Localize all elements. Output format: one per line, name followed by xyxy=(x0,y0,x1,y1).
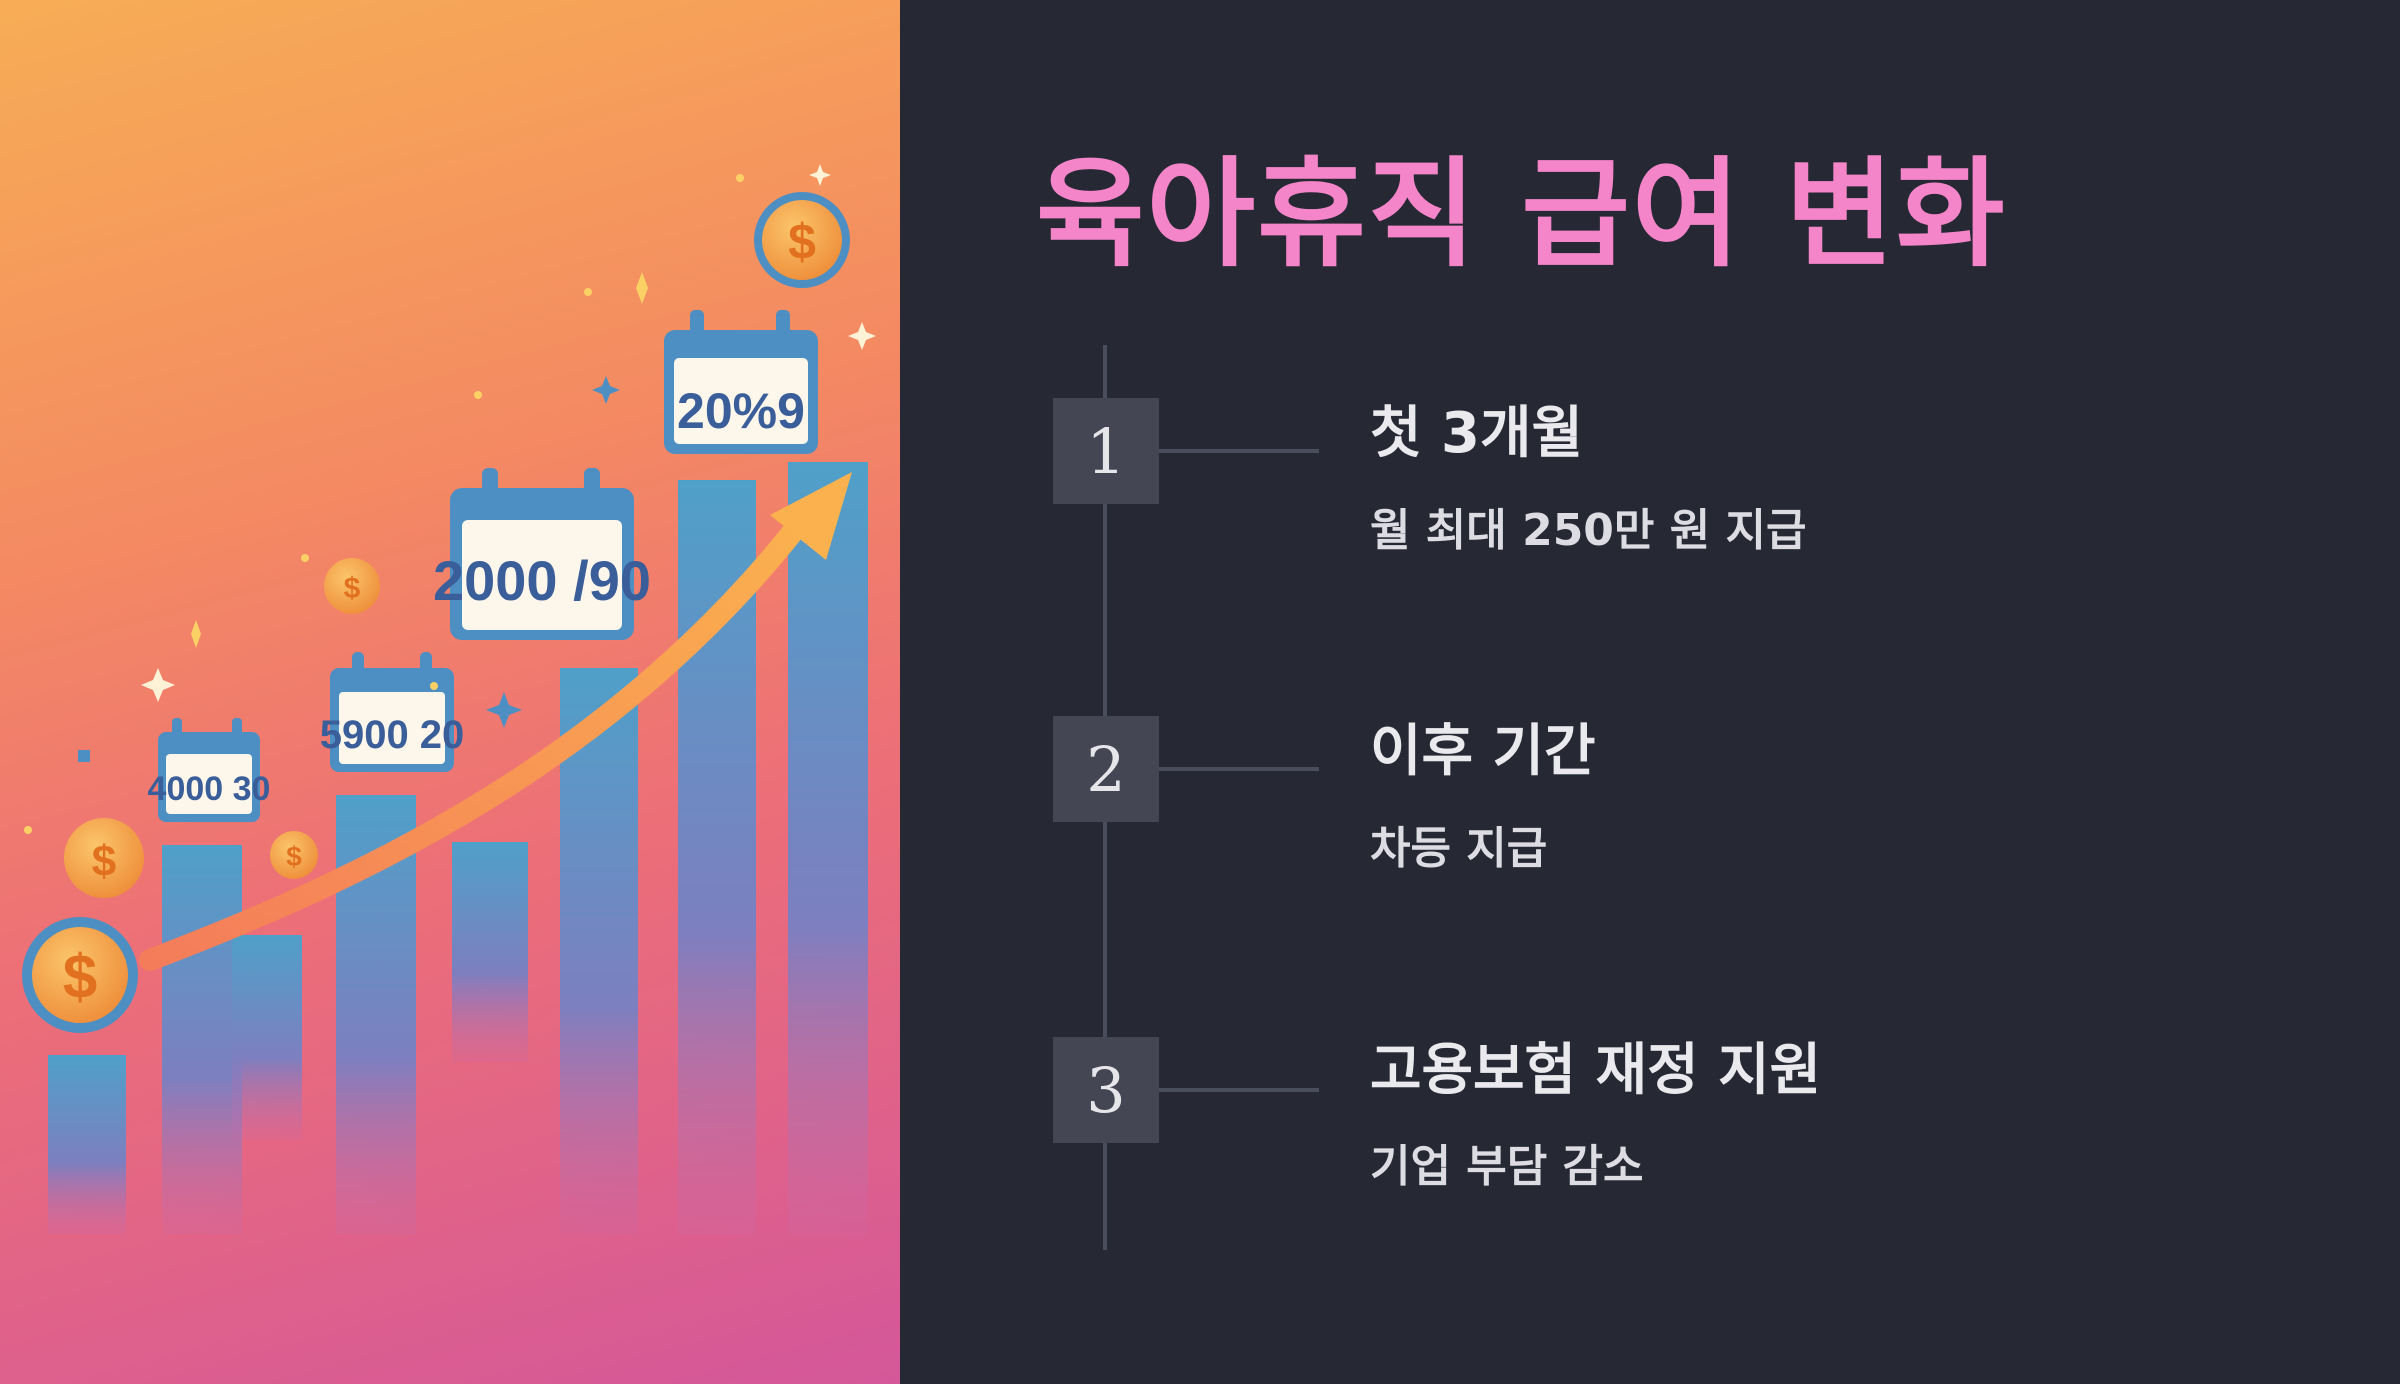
calendar-label: 2000 /90 xyxy=(433,549,651,612)
bar xyxy=(162,845,242,1235)
content-panel: 육아휴직 급여 변화 1 첫 3개월 월 최대 250만 원 지급 2 이후 기… xyxy=(900,0,2400,1384)
calendar-icon: 4000 30 xyxy=(148,718,271,822)
calendar-icon: 2000 /90 xyxy=(433,468,651,640)
step-connector xyxy=(1159,449,1319,453)
dollar-coin-icon: $ xyxy=(324,558,380,614)
step-title: 첫 3개월 xyxy=(1370,401,1584,466)
bar xyxy=(560,668,638,1235)
illustration-panel: 4000 30 5900 20 2000 /90 2 xyxy=(0,0,900,1384)
dollar-coin-icon: $ xyxy=(22,917,138,1033)
step-description: 차등 지급 xyxy=(1370,823,1548,874)
step-description: 기업 부담 감소 xyxy=(1370,1141,1644,1192)
page-title: 육아휴직 급여 변화 xyxy=(1036,145,2007,283)
step-description: 월 최대 250만 원 지급 xyxy=(1370,505,1807,556)
step-connector xyxy=(1159,1088,1319,1092)
dollar-coin-icon: $ xyxy=(64,818,144,898)
svg-text:$: $ xyxy=(344,572,361,605)
sparkle-icon xyxy=(141,164,876,702)
svg-text:$: $ xyxy=(286,841,302,872)
step-title: 고용보험 재정 지원 xyxy=(1370,1038,1822,1103)
calendar-label: 20%9 xyxy=(677,383,805,439)
svg-text:$: $ xyxy=(63,943,97,1012)
dollar-coin-icon: $ xyxy=(754,192,850,288)
step-number-box: 1 xyxy=(1053,398,1159,504)
svg-text:$: $ xyxy=(788,214,816,270)
growth-arrow-icon xyxy=(139,472,852,971)
step-connector xyxy=(1159,767,1319,771)
growth-illustration: 4000 30 5900 20 2000 /90 2 xyxy=(22,164,876,1235)
svg-text:$: $ xyxy=(92,837,116,886)
bar xyxy=(788,462,868,1235)
step-title: 이후 기간 xyxy=(1370,719,1596,784)
calendar-icon: 20%9 xyxy=(664,310,818,454)
calendar-icon: 5900 20 xyxy=(320,652,465,772)
calendar-label: 4000 30 xyxy=(148,770,271,808)
dot-decoration xyxy=(24,174,744,834)
bar xyxy=(232,935,302,1140)
bar xyxy=(452,842,528,1062)
sparkle-icon xyxy=(78,376,620,762)
sparkle-icon xyxy=(191,272,648,648)
calendar-label: 5900 20 xyxy=(320,713,465,757)
step-number-box: 3 xyxy=(1053,1037,1159,1143)
dollar-coin-icon: $ xyxy=(270,831,318,879)
step-number-box: 2 xyxy=(1053,716,1159,822)
bar xyxy=(48,1055,126,1235)
